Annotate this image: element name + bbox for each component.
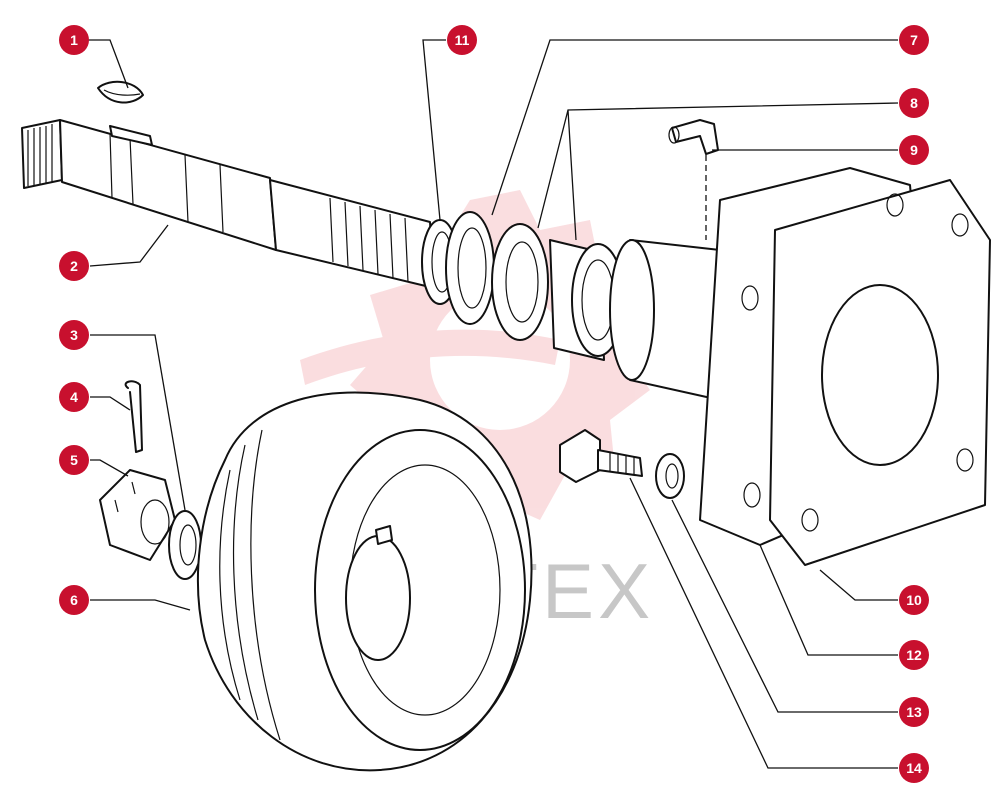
leader-13 — [671, 499, 898, 713]
leader-5 — [90, 459, 129, 477]
part-woodruff-key — [97, 80, 144, 104]
part-spacer — [168, 510, 202, 580]
part-washer — [655, 453, 685, 499]
callout-9: 9 — [899, 135, 929, 165]
leader-12 — [759, 544, 898, 656]
callout-7: 7 — [899, 25, 929, 55]
callout-12: 12 — [899, 640, 929, 670]
leader-6 — [90, 599, 191, 611]
callout-2: 2 — [59, 251, 89, 281]
svg-text:6: 6 — [70, 592, 78, 608]
leader-2 — [89, 224, 169, 267]
svg-text:14: 14 — [906, 760, 922, 776]
callout-10: 10 — [899, 585, 929, 615]
svg-text:13: 13 — [906, 704, 922, 720]
svg-text:7: 7 — [910, 32, 918, 48]
part-gasket — [769, 179, 991, 566]
watermark-swoosh — [300, 329, 560, 385]
callout-6: 6 — [59, 585, 89, 615]
svg-text:11: 11 — [455, 32, 470, 48]
svg-text:3: 3 — [70, 327, 78, 343]
svg-text:4: 4 — [70, 389, 78, 405]
leader-1 — [87, 39, 129, 89]
callout-3: 3 — [59, 320, 89, 350]
svg-text:5: 5 — [70, 452, 78, 468]
callout-14: 14 — [899, 753, 929, 783]
callout-11: 11 — [447, 25, 477, 55]
leader-4 — [90, 396, 131, 411]
part-bolt — [559, 429, 643, 483]
callout-8: 8 — [899, 88, 929, 118]
leader-10 — [819, 569, 898, 601]
leader-11 — [422, 39, 446, 221]
part-bearing-7 — [445, 211, 549, 341]
svg-text:12: 12 — [906, 647, 922, 663]
svg-text:1: 1 — [70, 32, 78, 48]
callout-4: 4 — [59, 382, 89, 412]
svg-text:10: 10 — [906, 592, 922, 608]
part-pulley — [197, 391, 533, 772]
leader-14 — [629, 477, 898, 769]
part-grease-elbow — [668, 119, 719, 240]
svg-text:2: 2 — [70, 258, 78, 274]
leader-3 — [90, 334, 186, 511]
part-shaft — [21, 119, 435, 289]
part-cotter-pin — [124, 380, 143, 453]
svg-text:9: 9 — [910, 142, 918, 158]
leader-lines — [87, 39, 899, 769]
leader-7 — [491, 39, 898, 216]
callout-13: 13 — [899, 697, 929, 727]
callout-1: 1 — [59, 25, 89, 55]
leader-8 — [537, 102, 899, 241]
part-castle-nut — [99, 469, 176, 561]
callout-5: 5 — [59, 445, 89, 475]
svg-text:8: 8 — [910, 95, 918, 111]
